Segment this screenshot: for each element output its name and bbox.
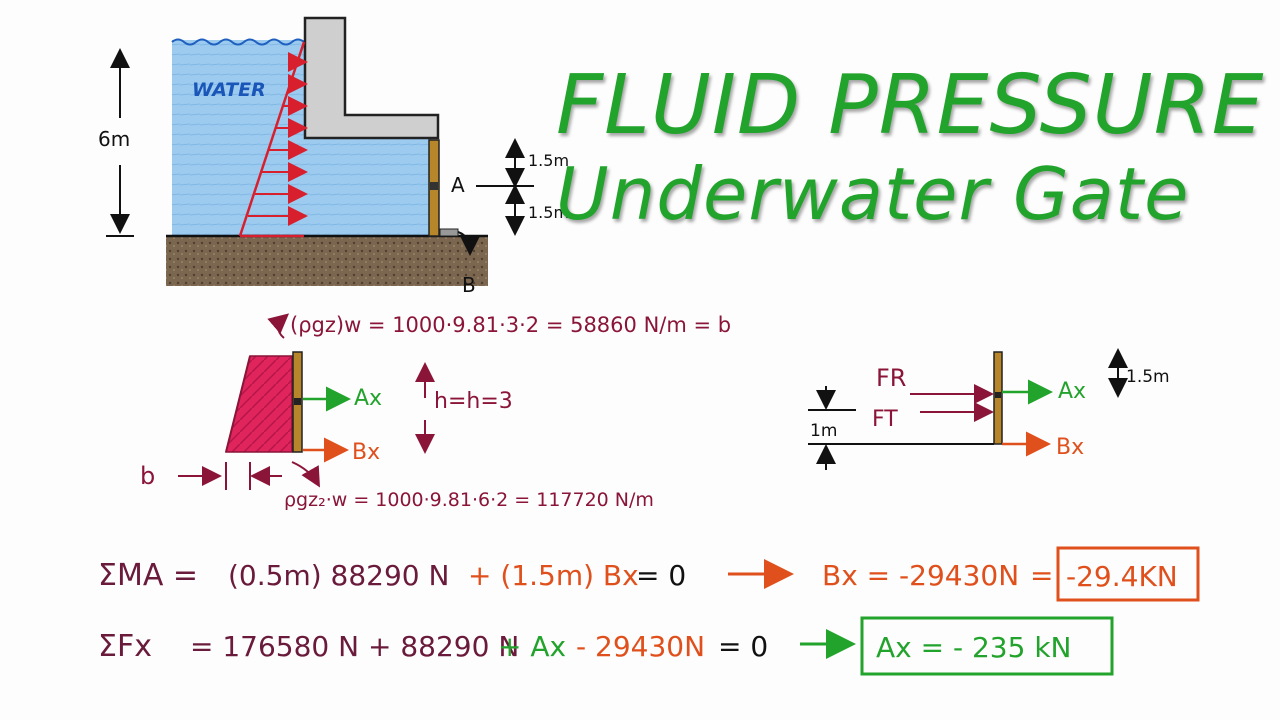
moment-boxed-result: -29.4KN	[1066, 560, 1178, 593]
top-diagram: WATER 6m A B 1.5m 1.5m	[98, 16, 569, 297]
moment-rhs: = 0	[636, 559, 686, 592]
force-equation: ΣFx = 176580 N + 88290 N + Ax - 29430N =…	[98, 616, 1114, 676]
ground	[166, 236, 488, 286]
depth-label: 6m	[98, 127, 130, 151]
force-result-box	[860, 616, 1114, 676]
moment-lhs: ΣMA =	[98, 558, 198, 593]
water-left-region	[172, 40, 308, 236]
gate-dimensions	[457, 138, 534, 256]
one-m-label: 1m	[810, 421, 837, 441]
moment-equation: ΣMA = (0.5m) 88290 N + (1.5m) Bx = 0 Bx …	[98, 546, 1200, 602]
depth-dimension	[106, 48, 134, 237]
hinge-a	[430, 182, 438, 190]
middle-bx-label: Bx	[352, 440, 380, 465]
b-label: b	[140, 462, 155, 490]
fr-label: FR	[876, 364, 906, 392]
pressure-distribution	[238, 41, 308, 238]
water-label: WATER	[192, 79, 266, 101]
right-ax-label: Ax	[1058, 379, 1086, 404]
middle-ax-label: Ax	[354, 386, 382, 411]
right-dim-label: 1.5m	[1126, 367, 1170, 387]
moment-term2: + (1.5m) Bx	[468, 559, 639, 592]
water-surface	[171, 38, 305, 46]
moment-term1: (0.5m) 88290 N	[228, 559, 449, 592]
water-right-region	[305, 138, 432, 236]
force-lhs: ΣFx	[98, 629, 152, 664]
force-term3: - 29430N	[576, 630, 705, 663]
wall	[303, 16, 440, 140]
force-rhs: = 0	[718, 630, 768, 663]
right-diagram: FR FT Ax Bx 1m 1.5m	[808, 348, 1170, 470]
force-term1: = 176580 N + 88290 N	[190, 630, 519, 663]
middle-diagram: (ρgz)w = 1000·9.81·3·2 = 58860 N/m = b ρ…	[140, 313, 731, 511]
moment-result-box	[1056, 546, 1200, 602]
force-boxed-result: Ax = - 235 kN	[876, 631, 1072, 664]
pressure-trapezoid	[225, 355, 293, 453]
top-pressure-equation: (ρgz)w = 1000·9.81·3·2 = 58860 N/m = b	[290, 313, 731, 337]
right-bx-label: Bx	[1056, 435, 1084, 460]
base-label: B	[462, 273, 476, 297]
stop-b	[439, 228, 459, 237]
upper-dim-label: 1.5m	[528, 151, 569, 170]
force-term2: + Ax	[498, 630, 566, 663]
title-line-2: Underwater Gate	[556, 152, 1190, 236]
moment-equals: =	[1030, 559, 1053, 592]
bottom-pressure-equation: ρgz₂·w = 1000·9.81·6·2 = 117720 N/m	[284, 489, 654, 511]
hinge-label: A	[451, 173, 465, 197]
title-line-1: FLUID PRESSURE	[556, 58, 1265, 153]
lower-dim-label: 1.5m	[528, 203, 569, 222]
ft-label: FT	[872, 407, 898, 432]
moment-result: Bx = -29430N	[822, 559, 1019, 592]
h-label: h=h=3	[434, 389, 513, 414]
